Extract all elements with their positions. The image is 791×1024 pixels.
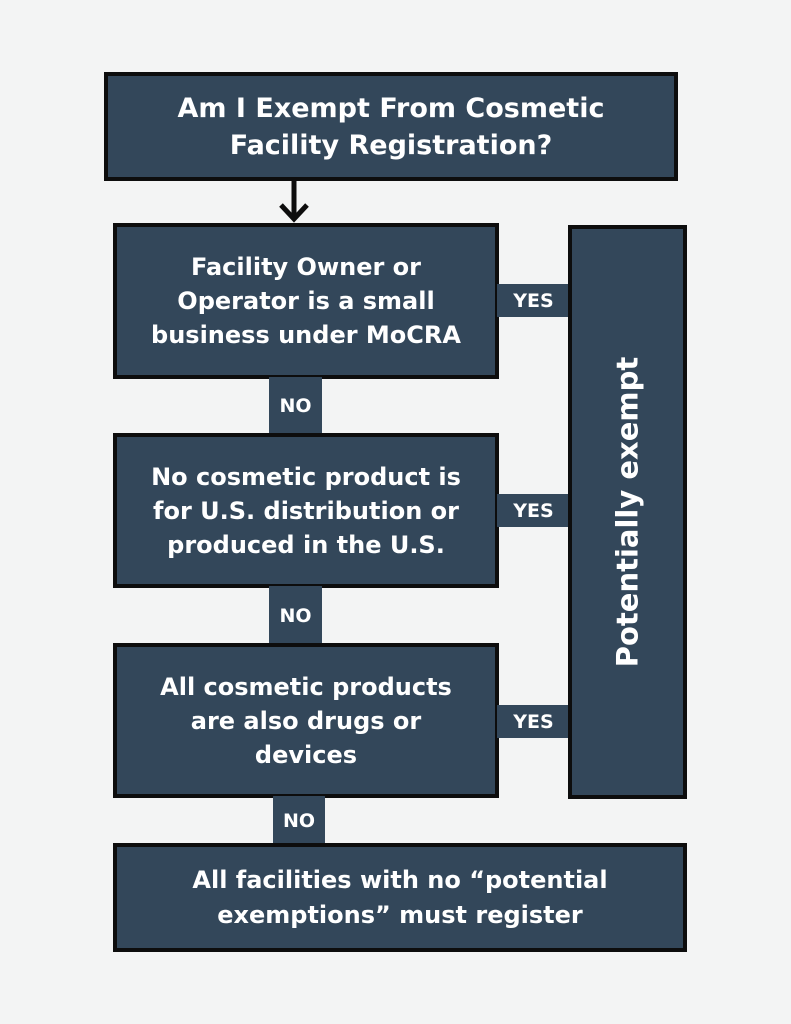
no-connector-3: NO <box>273 796 325 845</box>
no-label: NO <box>282 809 316 832</box>
must-register-box: All facilities with no “potential exempt… <box>113 843 687 952</box>
yes-connector-1: YES <box>497 284 570 317</box>
potentially-exempt-text: Potentially exempt <box>610 356 645 668</box>
no-label: NO <box>279 604 312 627</box>
no-label: NO <box>279 395 312 417</box>
must-register-text: All facilities with no “potential exempt… <box>192 865 608 929</box>
title-text: Am I Exempt From Cosmetic Facility Regis… <box>177 92 605 161</box>
yes-label: YES <box>513 499 554 522</box>
question-box-small-business: Facility Owner or Operator is a small bu… <box>113 223 499 379</box>
title-box: Am I Exempt From Cosmetic Facility Regis… <box>104 72 678 181</box>
yes-label: YES <box>513 289 554 312</box>
question-text: No cosmetic product is for U.S. distribu… <box>151 462 461 559</box>
yes-label: YES <box>513 710 554 733</box>
potentially-exempt-box: Potentially exempt <box>568 225 687 799</box>
question-text: All cosmetic products are also drugs or … <box>160 672 452 769</box>
question-box-us-distribution: No cosmetic product is for U.S. distribu… <box>113 433 499 588</box>
question-text: Facility Owner or Operator is a small bu… <box>151 253 461 349</box>
no-connector-2: NO <box>269 586 322 645</box>
yes-connector-3: YES <box>497 705 570 738</box>
yes-connector-2: YES <box>497 494 570 527</box>
no-connector-1: NO <box>269 377 322 435</box>
question-box-drugs-devices: All cosmetic products are also drugs or … <box>113 643 499 798</box>
down-arrow-icon <box>279 179 309 223</box>
